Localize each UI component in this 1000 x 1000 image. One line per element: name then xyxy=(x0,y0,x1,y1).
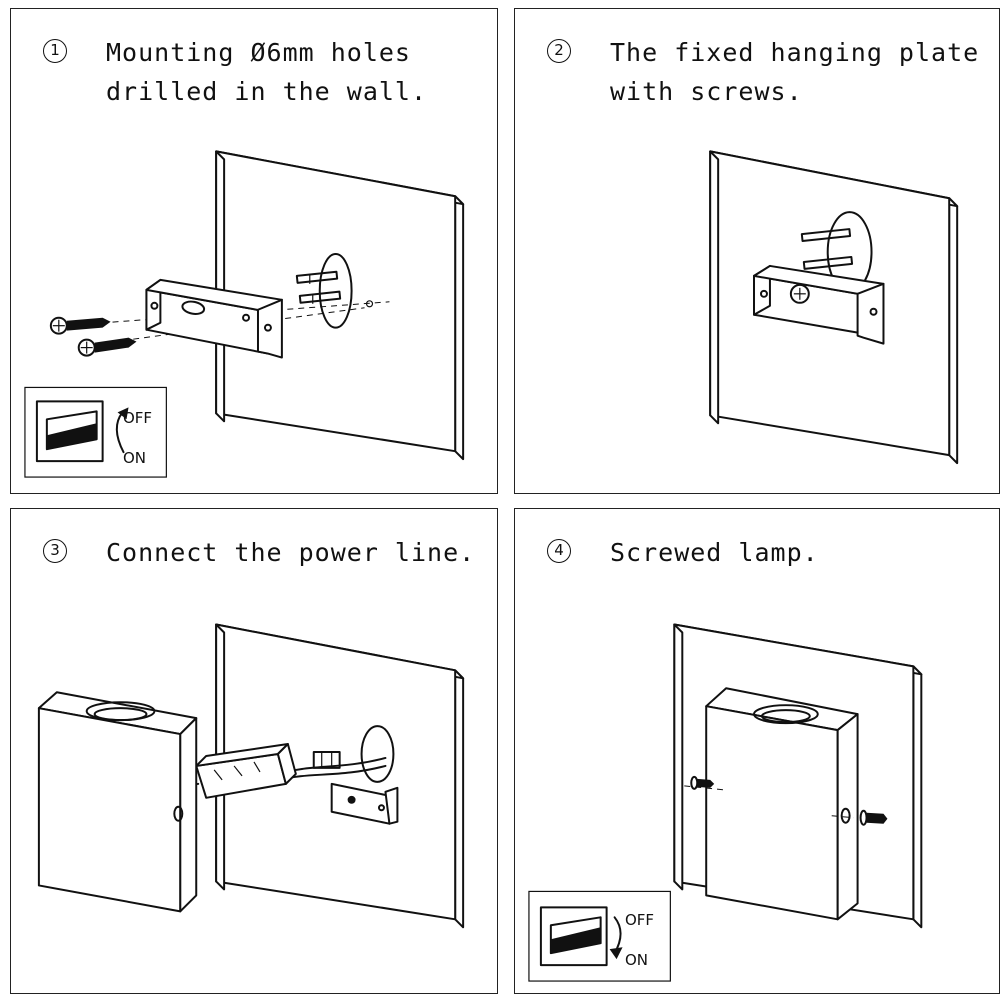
switch-on-label: ON xyxy=(625,951,648,969)
step-4-illustration xyxy=(515,509,999,993)
step-2-panel: 2 The fixed hanging plate with screws. xyxy=(514,8,1000,494)
screw-lower xyxy=(79,338,137,356)
wall-lamp xyxy=(39,692,196,911)
step-3-panel: 3 Connect the power line. xyxy=(10,508,498,994)
step-1-panel: 1 Mounting Ø6mm holes drilled in the wal… xyxy=(10,8,498,494)
step-3-illustration xyxy=(11,509,497,993)
switch-on-label: ON xyxy=(123,449,146,467)
step-4-panel: 4 Screwed lamp. xyxy=(514,508,1000,994)
step-1-illustration xyxy=(11,9,497,493)
wall-lamp xyxy=(706,688,857,919)
power-switch-inset xyxy=(529,891,670,981)
screw-upper xyxy=(51,318,111,334)
switch-off-label: OFF xyxy=(625,911,654,929)
switch-off-label: OFF xyxy=(123,409,152,427)
step-2-illustration xyxy=(515,9,999,493)
